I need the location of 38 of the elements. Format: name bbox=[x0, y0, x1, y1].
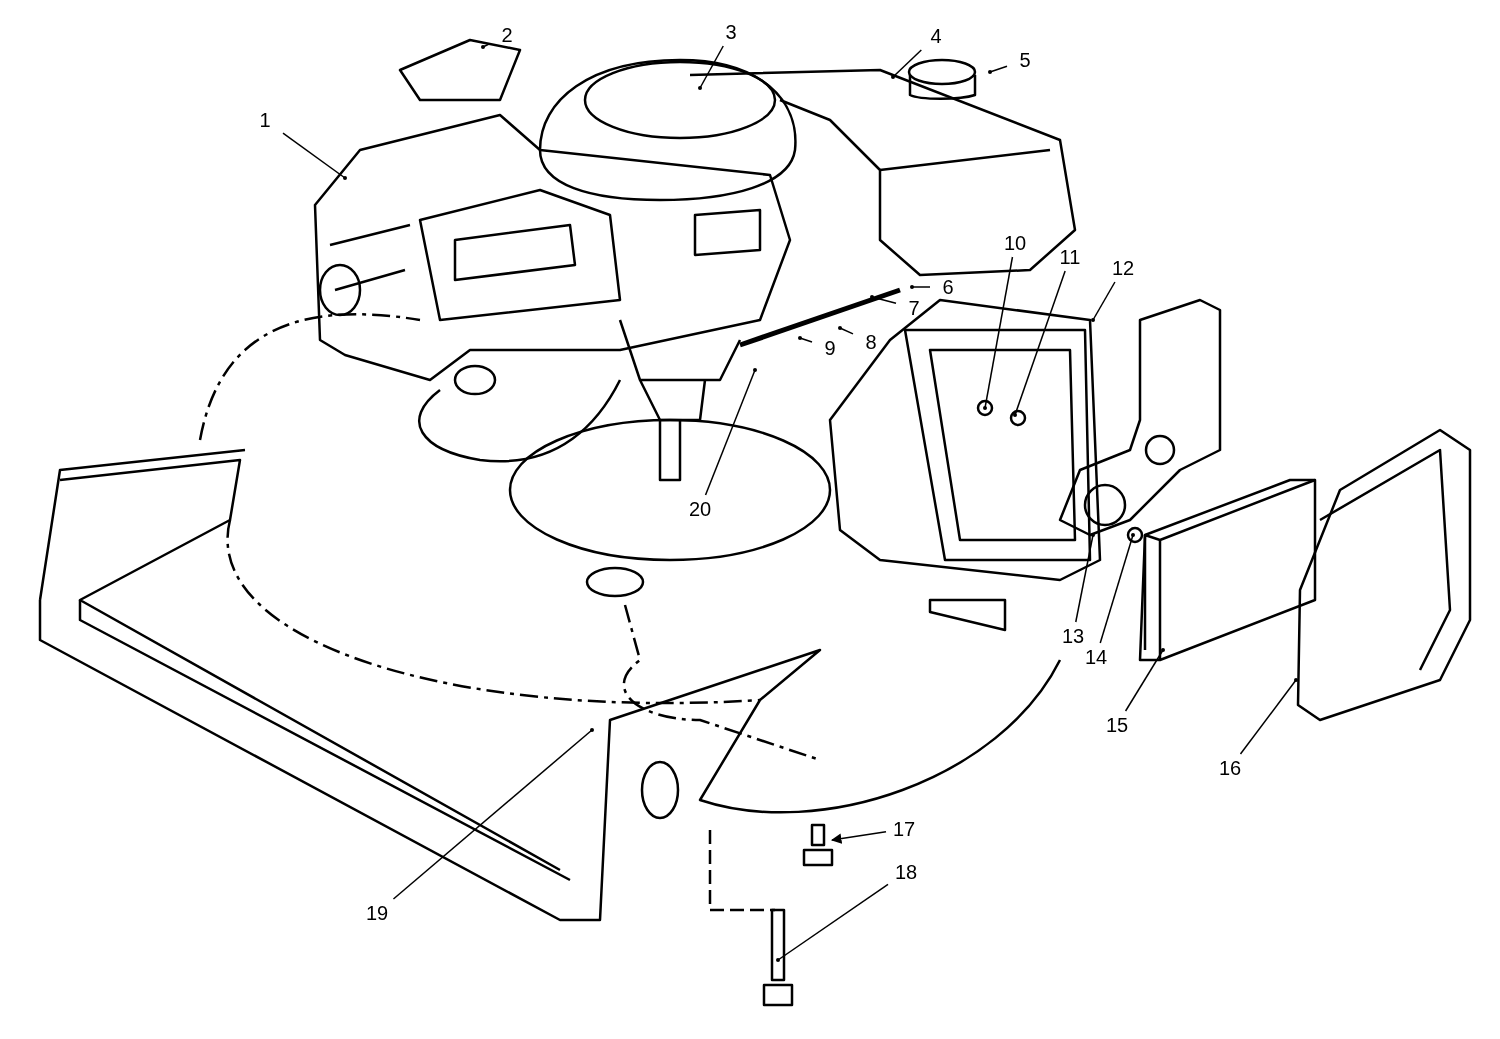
leader-line bbox=[1075, 533, 1095, 623]
leader-line bbox=[870, 295, 897, 305]
leader-line bbox=[988, 65, 1008, 74]
callout-number: 16 bbox=[1212, 754, 1248, 782]
leader-line bbox=[838, 326, 854, 335]
leader-line bbox=[776, 883, 889, 962]
leader-line bbox=[910, 285, 931, 289]
leader-line bbox=[983, 256, 1014, 410]
leader-line bbox=[1099, 533, 1135, 644]
leader-line bbox=[1124, 648, 1165, 712]
leader-line bbox=[698, 45, 724, 90]
leader-line bbox=[798, 336, 813, 343]
callout-number: 18 bbox=[888, 858, 924, 886]
leader-line bbox=[830, 831, 887, 844]
callout-number: 6 bbox=[930, 273, 966, 301]
callout-number: 2 bbox=[489, 21, 525, 49]
callout-number: 15 bbox=[1099, 711, 1135, 739]
callout-number: 19 bbox=[359, 899, 395, 927]
leader-line bbox=[282, 132, 347, 180]
callout-number: 7 bbox=[896, 294, 932, 322]
callout-number: 20 bbox=[682, 495, 718, 523]
callout-number: 8 bbox=[853, 328, 889, 356]
leader-line bbox=[392, 728, 594, 900]
callout-number: 10 bbox=[997, 229, 1033, 257]
callout-number: 4 bbox=[918, 22, 954, 50]
leader-line bbox=[481, 43, 490, 49]
leader-line bbox=[1013, 270, 1066, 417]
leader-line bbox=[704, 368, 757, 496]
callout-number: 1 bbox=[247, 106, 283, 134]
callout-number: 17 bbox=[886, 815, 922, 843]
leader-line bbox=[1091, 281, 1116, 322]
callout-number: 12 bbox=[1105, 254, 1141, 282]
callout-number: 9 bbox=[812, 334, 848, 362]
leader-line bbox=[891, 49, 923, 79]
callout-number: 3 bbox=[713, 18, 749, 46]
callout-number: 5 bbox=[1007, 46, 1043, 74]
leader-line bbox=[1239, 678, 1298, 755]
callout-number: 11 bbox=[1052, 243, 1088, 271]
